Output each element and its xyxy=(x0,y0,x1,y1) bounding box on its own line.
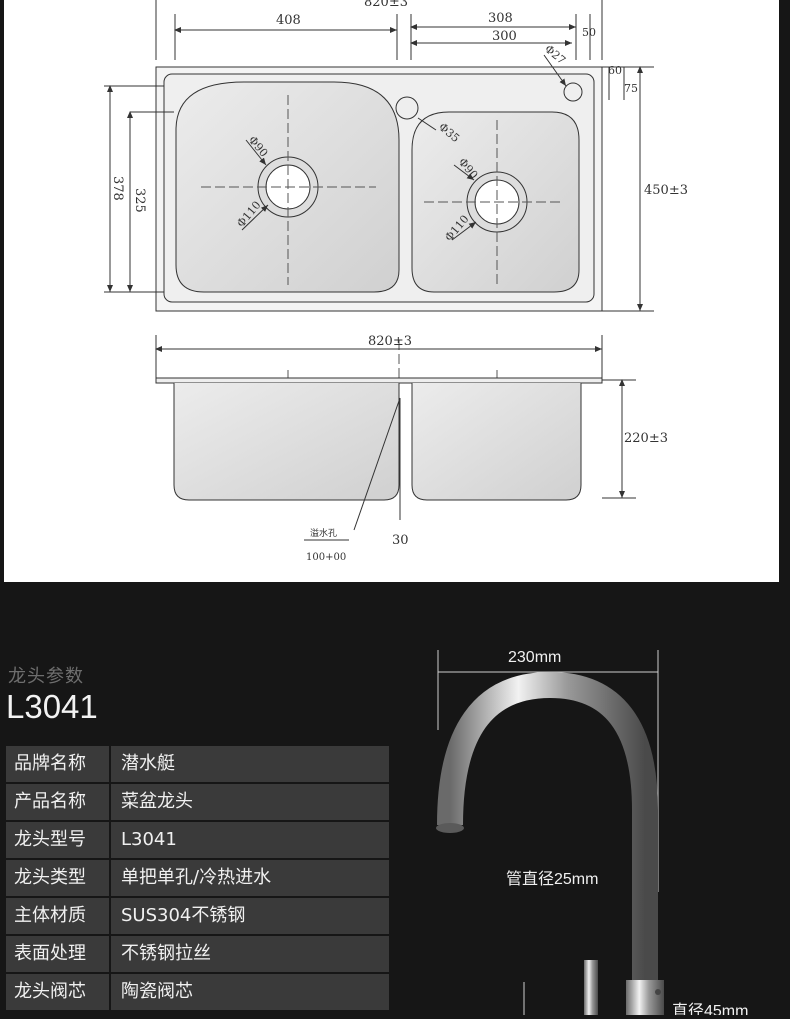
spec-value: 不锈钢拉丝 xyxy=(111,936,389,972)
dim-depth: 220±3 xyxy=(624,431,668,446)
dim-height-total: 450±3 xyxy=(644,183,688,198)
dim-wall-gap: 30 xyxy=(392,533,409,548)
dim-faucet-offset-b: 75 xyxy=(624,82,638,95)
overflow-label: 溢水孔 xyxy=(310,527,337,539)
model-title: L3041 xyxy=(6,688,98,725)
spec-row-type: 龙头类型 单把单孔/冷热进水 xyxy=(6,860,389,896)
sink-technical-drawing: 820±3 408 308 300 50 Φ27 60 75 450±3 378… xyxy=(4,0,779,582)
spec-value: 菜盆龙头 xyxy=(111,784,389,820)
spec-key: 产品名称 xyxy=(6,784,109,820)
spec-value: L3041 xyxy=(111,822,389,858)
spec-value: 单把单孔/冷热进水 xyxy=(111,860,389,896)
faucet-base-label: 直径45mm xyxy=(672,1002,748,1015)
spec-key: 龙头类型 xyxy=(6,860,109,896)
faucet-illustration: 230mm 管直径25mm 直径45mm xyxy=(400,630,790,1019)
spec-value: 陶瓷阀芯 xyxy=(111,974,389,1010)
dim-left-bowl-width: 408 xyxy=(276,13,301,28)
dim-right-width: 308 xyxy=(488,11,513,26)
faucet-reach-label: 230mm xyxy=(508,649,561,666)
spec-key: 表面处理 xyxy=(6,936,109,972)
sink-diagram: 820±3 408 308 300 50 Φ27 60 75 450±3 378… xyxy=(104,0,688,563)
spec-value: SUS304不锈钢 xyxy=(111,898,389,934)
spec-row-product: 产品名称 菜盆龙头 xyxy=(6,784,389,820)
spec-key: 品牌名称 xyxy=(6,746,109,782)
dim-left-height-inner: 325 xyxy=(132,188,147,213)
spec-row-material: 主体材质 SUS304不锈钢 xyxy=(6,898,389,934)
section-label: 龙头参数 xyxy=(8,666,84,687)
dim-faucet-offset-a: 60 xyxy=(608,64,622,77)
spec-row-model: 龙头型号 L3041 xyxy=(6,822,389,858)
dim-right-inner-width: 300 xyxy=(492,29,517,44)
dim-side-width: 820±3 xyxy=(368,334,412,349)
dim-tap-hole: Φ27 xyxy=(542,42,568,67)
spec-key: 龙头型号 xyxy=(6,822,109,858)
dim-top-width: 820±3 xyxy=(364,0,408,10)
spec-table: 品牌名称 潜水艇 产品名称 菜盆龙头 龙头型号 L3041 龙头类型 单把单孔/… xyxy=(6,746,389,1012)
spec-row-brand: 品牌名称 潜水艇 xyxy=(6,746,389,782)
spec-row-finish: 表面处理 不锈钢拉丝 xyxy=(6,936,389,972)
spec-value: 潜水艇 xyxy=(111,746,389,782)
faucet-diagram: 230mm 管直径25mm 直径45mm xyxy=(436,649,748,1019)
dim-edge-offset: 50 xyxy=(582,26,596,39)
overflow-code: 100+00 xyxy=(306,552,346,563)
spec-key: 主体材质 xyxy=(6,898,109,934)
faucet-pipe-label: 管直径25mm xyxy=(506,870,598,888)
spec-key: 龙头阀芯 xyxy=(6,974,109,1010)
spec-row-valve: 龙头阀芯 陶瓷阀芯 xyxy=(6,974,389,1010)
dim-left-height-outer: 378 xyxy=(110,176,125,201)
